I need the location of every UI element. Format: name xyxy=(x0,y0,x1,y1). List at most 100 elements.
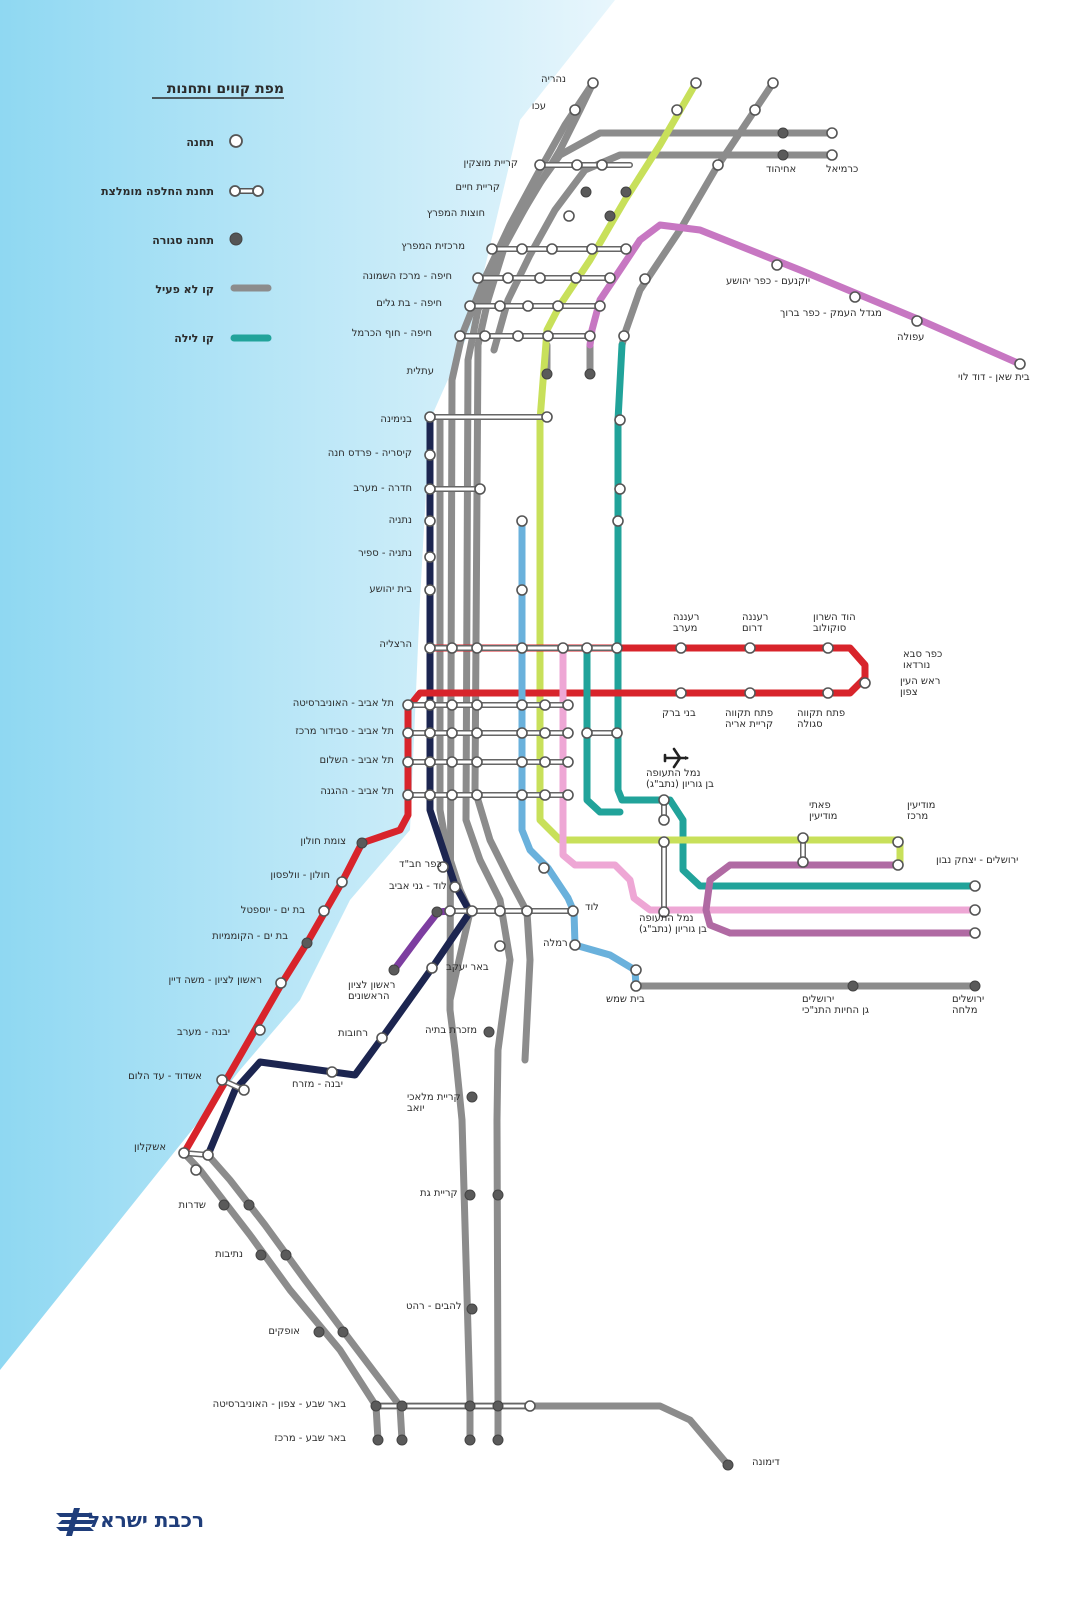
closed-station-marker xyxy=(431,906,443,918)
station-marker xyxy=(658,814,670,826)
station-marker xyxy=(767,77,779,89)
station-marker xyxy=(581,727,593,739)
station-label-kiryat-motzkin: קריית מוצקין xyxy=(464,158,518,169)
night-line xyxy=(614,341,979,890)
station-marker xyxy=(494,300,506,312)
closed-station-marker xyxy=(777,127,789,139)
station-marker xyxy=(562,756,574,768)
station-marker xyxy=(569,939,581,951)
gray-line-dimona xyxy=(372,1402,732,1469)
station-marker xyxy=(658,906,670,918)
station-marker xyxy=(826,127,838,139)
station-marker xyxy=(402,727,414,739)
station-marker xyxy=(594,300,606,312)
station-marker xyxy=(424,515,436,527)
closed-station-marker xyxy=(722,1459,734,1471)
station-marker xyxy=(446,756,458,768)
station-label-netanya: נתניה xyxy=(389,515,412,526)
closed-station-marker xyxy=(492,1400,504,1412)
closed-station-marker xyxy=(396,1434,408,1446)
station-marker xyxy=(474,483,486,495)
closed-station-marker xyxy=(243,1199,255,1211)
station-label-netivot: נתיבות xyxy=(215,1249,243,1260)
station-marker xyxy=(892,836,904,848)
legend-interchange-label: תחנת החלפה מומלצת xyxy=(101,185,214,198)
station-marker xyxy=(424,449,436,461)
station-marker xyxy=(424,411,436,423)
station-marker xyxy=(596,159,608,171)
station-marker xyxy=(658,836,670,848)
station-marker xyxy=(202,1149,214,1161)
station-marker xyxy=(611,727,623,739)
station-marker xyxy=(424,699,436,711)
legend-closed-label: תחנה סגורה xyxy=(152,234,214,247)
station-label-haifa-hof: חיפה - חוף הכרמל xyxy=(352,328,432,339)
closed-station-marker xyxy=(280,1249,292,1261)
station-marker xyxy=(562,727,574,739)
station-marker xyxy=(1014,358,1026,370)
station-marker xyxy=(471,756,483,768)
station-marker xyxy=(446,789,458,801)
station-marker xyxy=(614,483,626,495)
station-marker xyxy=(749,104,761,116)
station-marker xyxy=(541,411,553,423)
station-marker xyxy=(446,642,458,654)
purple-line xyxy=(390,907,454,974)
station-label-bnei-brak: בני ברק xyxy=(662,708,696,719)
station-marker xyxy=(426,962,438,974)
station-label-holon-wolfson: חולון - וולפסון xyxy=(270,870,330,881)
station-label-ta-university: תל אביב - האוניברסיטה xyxy=(293,698,394,709)
station-marker xyxy=(424,642,436,654)
closed-station-marker xyxy=(466,1303,478,1315)
station-marker xyxy=(275,977,287,989)
station-label-herzliya: הרצליה xyxy=(379,639,412,650)
station-label-ta-hahagana: תל אביב - ההגנה xyxy=(320,786,394,797)
station-label-sderot: שדרות xyxy=(179,1200,207,1211)
closed-station-marker xyxy=(580,186,592,198)
legend-night-label: קו לילה xyxy=(174,332,214,345)
station-marker xyxy=(538,862,550,874)
station-label-yavne-east: יבנה - מזרח xyxy=(292,1079,343,1090)
station-marker xyxy=(254,1024,266,1036)
station-marker xyxy=(318,905,330,917)
closed-station-marker xyxy=(620,186,632,198)
station-label-kiryat-haim: קריית חיים xyxy=(455,182,500,193)
closed-station-marker xyxy=(372,1434,384,1446)
station-marker xyxy=(690,77,702,89)
station-label-mazkeret-batya: מזכרת בתיה xyxy=(425,1025,477,1036)
station-label-yavne-west: יבנה - מערב xyxy=(177,1027,230,1038)
closed-station-marker xyxy=(396,1400,408,1412)
station-label-bat-yam-komemiyut: בת ים - הקוממיות xyxy=(212,931,288,942)
station-marker xyxy=(567,905,579,917)
station-marker xyxy=(969,904,981,916)
station-marker xyxy=(471,642,483,654)
gray-line-karmiel-2 xyxy=(618,79,777,349)
station-marker xyxy=(611,642,623,654)
station-marker xyxy=(502,272,514,284)
station-marker xyxy=(190,1164,202,1176)
station-marker xyxy=(546,243,558,255)
station-marker xyxy=(614,414,626,426)
station-marker xyxy=(562,789,574,801)
station-marker xyxy=(675,687,687,699)
station-marker xyxy=(446,727,458,739)
station-marker xyxy=(612,515,624,527)
station-label-holon-junction: צומת חולון xyxy=(300,836,346,847)
station-label-migdal-haemek: מגדל העמק - כפר ברוך xyxy=(780,308,882,319)
station-label-afula: עפולה xyxy=(897,332,924,343)
station-marker xyxy=(822,687,834,699)
station-label-caesarea: קיסריה - פרדס חנה xyxy=(328,448,412,459)
station-marker xyxy=(376,1032,388,1044)
station-marker xyxy=(464,300,476,312)
station-marker xyxy=(557,642,569,654)
